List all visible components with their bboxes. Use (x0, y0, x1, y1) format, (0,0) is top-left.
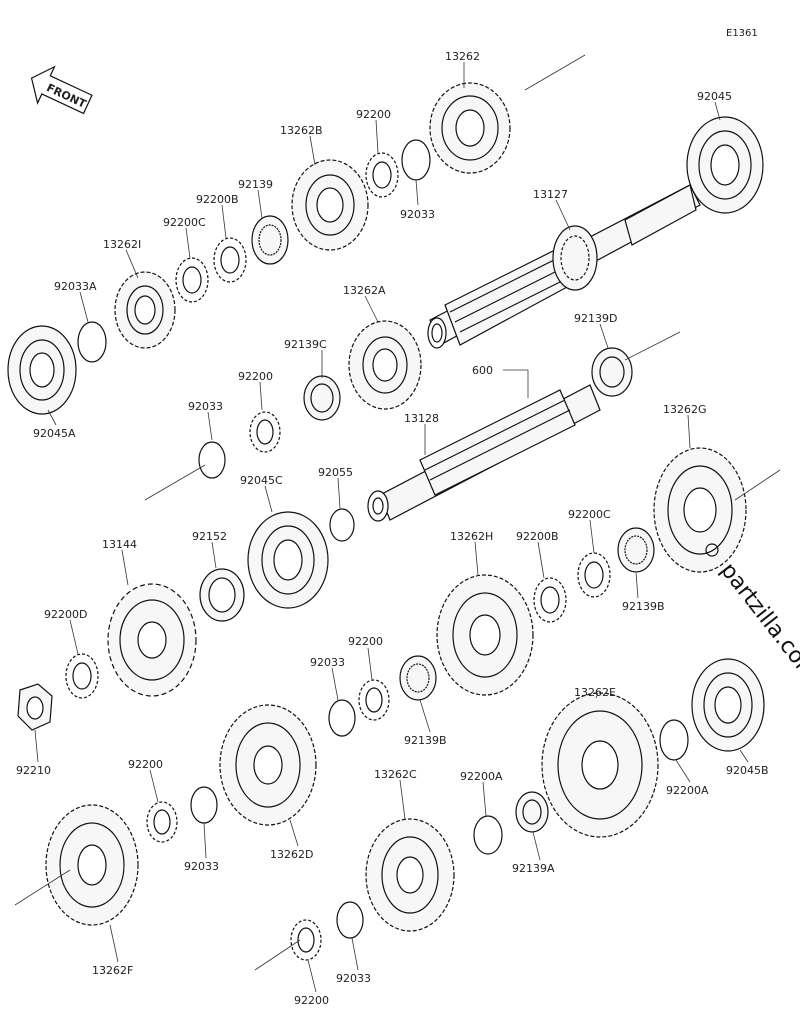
part-label: 92033A (54, 280, 97, 293)
part-label: 92033 (184, 860, 219, 873)
gear-13262i-icon (114, 271, 176, 349)
part-label: 13262F (92, 964, 133, 977)
part-label: 92200D (44, 608, 87, 621)
part-label: 92200B (196, 193, 239, 206)
front-arrow-icon: FRONT (30, 65, 93, 115)
part-label: 92152 (192, 530, 227, 543)
part-label: 92045B (726, 764, 769, 777)
part-label: 13262 (445, 50, 480, 63)
part-labels: 13262 92045 13262B 92200 92033 92139 922… (16, 50, 769, 1007)
leader-lines (34, 62, 749, 993)
part-label: 92139D (574, 312, 617, 325)
needle-bearing-92139d-icon (591, 347, 633, 397)
washer-92200-lowerleft-icon (146, 801, 178, 843)
needle-bearing-92139b-right-icon (617, 527, 655, 573)
washer-92200c-top-icon (175, 257, 209, 303)
part-label: 92045C (240, 474, 283, 487)
bearing-92045-icon (686, 116, 764, 214)
circlip-92033-lowermid-icon (328, 699, 356, 737)
collar-92152-icon (199, 568, 245, 622)
part-label: 13262D (270, 848, 313, 861)
washer-92200b-right-icon (533, 577, 567, 623)
part-label: 13262I (103, 238, 141, 251)
diagram-code: E1361 (726, 28, 758, 39)
part-label: 92045 (697, 90, 732, 103)
part-label: 92200 (356, 108, 391, 121)
washer-92200-top-icon (365, 152, 399, 198)
washer-92200-lowermid-icon (358, 679, 390, 721)
part-label: 92200C (163, 216, 206, 229)
circlip-92033-bottom-icon (336, 901, 364, 939)
part-label: 92139B (404, 734, 447, 747)
part-label: 13144 (102, 538, 137, 551)
washer-92200a-right-icon (659, 719, 689, 761)
part-label: 92033 (400, 208, 435, 221)
part-label: 92139C (284, 338, 327, 351)
washer-92200d-icon (65, 653, 99, 699)
part-label: 92139 (238, 178, 273, 191)
gear-13262e-icon (541, 692, 659, 838)
axis-arrows (14, 54, 781, 971)
part-label: 92033 (310, 656, 345, 669)
needle-bearing-92139-icon (251, 215, 289, 265)
part-label: 92200A (460, 770, 503, 783)
part-label: 92200 (348, 635, 383, 648)
part-label: 13262A (343, 284, 386, 297)
part-label: 13262E (574, 686, 616, 699)
sprocket-13144-icon (107, 583, 197, 697)
gear-13262h-icon (436, 574, 534, 696)
part-label: 92200A (666, 784, 709, 797)
needle-bearing-92139b-mid-icon (399, 655, 437, 701)
part-label: 92033 (336, 972, 371, 985)
part-label: 92210 (16, 764, 51, 777)
gear-13262c-icon (365, 818, 455, 932)
part-label: 13262C (374, 768, 417, 781)
nut-92210-icon (17, 683, 53, 731)
gear-13262b-icon (291, 159, 369, 251)
washer-92200-mid-icon (249, 411, 281, 453)
gear-13262f-icon (45, 804, 139, 926)
part-label: 13128 (404, 412, 439, 425)
gear-13262a-icon (348, 320, 422, 410)
part-label: 92139A (512, 862, 555, 875)
part-label: 92045A (33, 427, 76, 440)
part-label: 13127 (533, 188, 568, 201)
bearing-92045c-icon (247, 511, 329, 609)
part-label: 92200 (128, 758, 163, 771)
washer-92200c-right-icon (577, 552, 611, 598)
part-label: 13262G (663, 403, 707, 416)
shaft-13128-icon (367, 384, 601, 522)
gear-13262-icon (429, 82, 511, 174)
circlip-92033-lowerleft-icon (190, 786, 218, 824)
oring-92055-icon (329, 508, 355, 542)
circlip-92033a-icon (77, 321, 107, 363)
circlip-92033-top-icon (401, 139, 431, 181)
gear-13127-icon (552, 225, 598, 291)
part-label: 92200 (238, 370, 273, 383)
part-label: 92200C (568, 508, 611, 521)
gear-13262d-icon (219, 704, 317, 826)
circlip-92033-mid-icon (198, 441, 226, 479)
part-label: 13262H (450, 530, 493, 543)
washer-92200a-lower-icon (473, 815, 503, 855)
part-label: 92200 (294, 994, 329, 1007)
part-label: 92055 (318, 466, 353, 479)
part-label: 92200B (516, 530, 559, 543)
washer-92200b-top-icon (213, 237, 247, 283)
part-label: 92139B (622, 600, 665, 613)
washer-92200-bottom-icon (290, 919, 322, 961)
bearing-92045b-icon (691, 658, 765, 752)
needle-bearing-92139a-icon (515, 791, 549, 833)
part-label: 600 (472, 364, 493, 377)
bearing-92045a-icon (7, 325, 77, 415)
needle-bearing-92139c-icon (303, 375, 341, 421)
part-label: 13262B (280, 124, 323, 137)
part-label: 92033 (188, 400, 223, 413)
gear-13262g-icon (653, 447, 747, 573)
